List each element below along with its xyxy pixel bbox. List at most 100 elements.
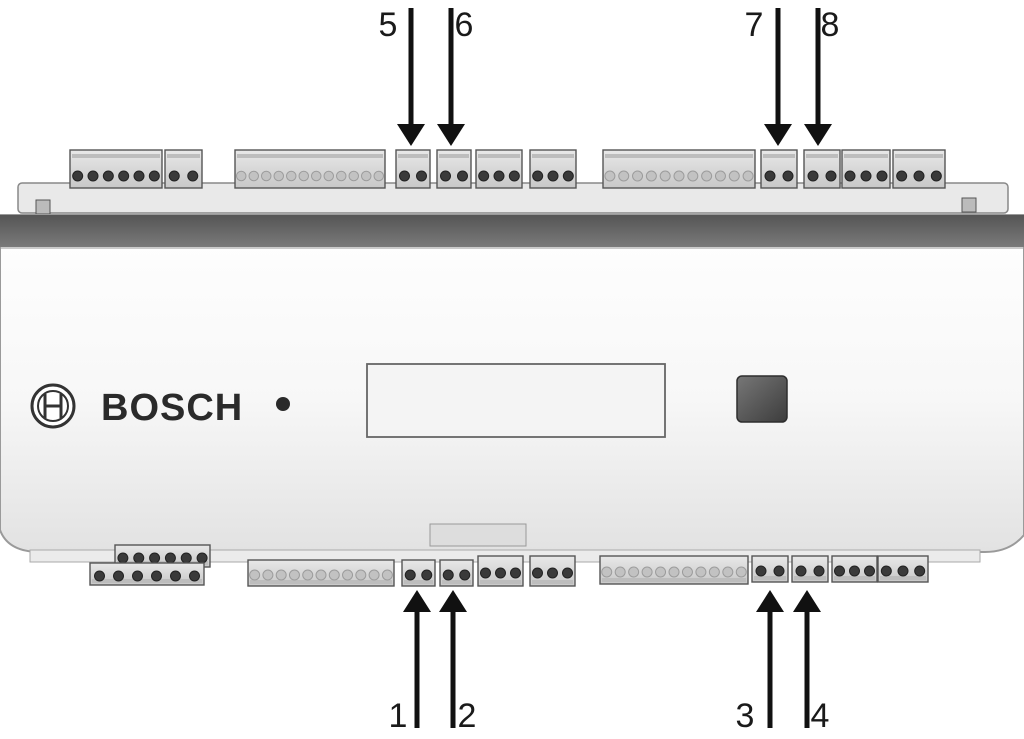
top-terminal-block <box>436 149 472 189</box>
bottom-terminal-screw <box>355 569 367 581</box>
top-terminal-screw <box>168 170 180 182</box>
callout-arrow-3 <box>756 590 784 728</box>
bottom-terminal-screw <box>614 566 626 578</box>
top-terminal-screw <box>807 170 819 182</box>
top-terminal-block <box>841 149 891 189</box>
reset-button[interactable] <box>736 375 788 423</box>
bottom-terminal-screw <box>695 566 707 578</box>
bottom-terminal-screw <box>113 570 124 582</box>
callout-number-2: 2 <box>458 697 477 735</box>
top-terminal-screw <box>373 170 384 182</box>
bottom-terminal-block <box>439 559 474 587</box>
top-terminal-block <box>395 149 431 189</box>
top-terminal-screw <box>604 170 616 182</box>
top-terminal-screw <box>673 170 685 182</box>
bottom-terminal-screw <box>641 566 653 578</box>
top-terminal-screw <box>742 170 754 182</box>
top-terminal-screw <box>632 170 644 182</box>
top-terminal-screw <box>687 170 699 182</box>
top-band <box>0 215 1024 247</box>
top-terminal-screw <box>876 170 888 182</box>
top-terminal-block <box>760 149 798 189</box>
top-terminal-screw <box>361 170 372 182</box>
top-terminal-screw <box>133 170 145 182</box>
bottom-terminal-block <box>877 555 929 583</box>
top-terminal-screw <box>547 170 559 182</box>
top-terminal-screw <box>261 170 272 182</box>
top-terminal-screw <box>336 170 347 182</box>
top-terminal-screw <box>493 170 505 182</box>
bottom-terminal-screw <box>834 565 845 577</box>
top-terminal-screw <box>323 170 334 182</box>
bottom-terminal-screw <box>601 566 613 578</box>
callout-number-3: 3 <box>736 697 755 735</box>
bottom-terminal-screw <box>368 569 380 581</box>
top-terminal-screw <box>645 170 657 182</box>
bottom-terminal-screw <box>480 567 491 579</box>
top-terminal-screw <box>896 170 908 182</box>
top-terminal-screw <box>440 170 451 182</box>
bottom-terminal-block <box>751 555 789 583</box>
bottom-terminal-screw <box>404 569 416 581</box>
bottom-terminal-screw <box>547 567 558 579</box>
top-terminal-screw <box>764 170 776 182</box>
bottom-terminal-screw <box>755 565 767 577</box>
top-terminal-screw <box>348 170 359 182</box>
bottom-terminal-screw <box>495 567 506 579</box>
top-terminal-block <box>529 149 577 189</box>
top-terminal-screw <box>311 170 322 182</box>
bottom-terminal-screw <box>668 566 680 578</box>
top-terminal-block <box>234 149 386 189</box>
callout-number-4: 4 <box>811 697 830 735</box>
bottom-terminal-screw <box>510 567 521 579</box>
top-terminal-screw <box>562 170 574 182</box>
bottom-terminal-screw <box>288 569 300 581</box>
callout-number-6: 6 <box>455 6 474 44</box>
top-terminal-screw <box>860 170 872 182</box>
bottom-terminal-screw <box>849 565 860 577</box>
bottom-terminal-screw <box>655 566 667 578</box>
top-terminal-block <box>892 149 946 189</box>
bottom-terminal-screw <box>249 569 261 581</box>
top-terminal-screw <box>825 170 837 182</box>
bottom-terminal-screw <box>773 565 785 577</box>
top-terminal-screw <box>118 170 130 182</box>
top-terminal-screw <box>508 170 520 182</box>
top-terminal-screw <box>844 170 856 182</box>
top-terminal-block <box>602 149 756 189</box>
bottom-terminal-screw <box>315 569 327 581</box>
display-window <box>366 363 666 438</box>
top-terminal-screw <box>782 170 794 182</box>
top-terminal-screw <box>298 170 309 182</box>
top-terminal-block <box>69 149 163 189</box>
bottom-terminal-screw <box>164 552 176 564</box>
callout-arrow-4 <box>793 590 821 728</box>
callout-arrow-7 <box>764 8 792 146</box>
bottom-terminal-block <box>401 559 436 587</box>
bottom-terminal-screw <box>628 566 640 578</box>
top-terminal-screw <box>273 170 284 182</box>
bottom-terminal-screw <box>302 569 314 581</box>
bottom-terminal-screw <box>459 569 471 581</box>
brand-name: BOSCH <box>101 387 243 429</box>
top-terminal-screw <box>457 170 468 182</box>
top-terminal-screw <box>148 170 160 182</box>
bottom-terminal-block <box>89 562 205 586</box>
bottom-terminal-screw <box>708 566 720 578</box>
top-terminal-block <box>803 149 841 189</box>
bottom-terminal-screw <box>342 569 354 581</box>
bottom-terminal-row <box>89 544 929 587</box>
top-terminal-block <box>164 149 203 189</box>
callout-number-5: 5 <box>379 6 398 44</box>
bottom-terminal-screw <box>442 569 454 581</box>
bottom-terminal-screw <box>170 570 181 582</box>
bottom-terminal-block <box>831 555 878 583</box>
top-terminal-screw <box>532 170 544 182</box>
top-terminal-screw <box>728 170 740 182</box>
top-terminal-block <box>475 149 523 189</box>
bottom-terminal-screw <box>196 552 208 564</box>
bottom-terminal-screw <box>149 552 161 564</box>
bottom-terminal-screw <box>94 570 105 582</box>
bottom-terminal-screw <box>421 569 433 581</box>
